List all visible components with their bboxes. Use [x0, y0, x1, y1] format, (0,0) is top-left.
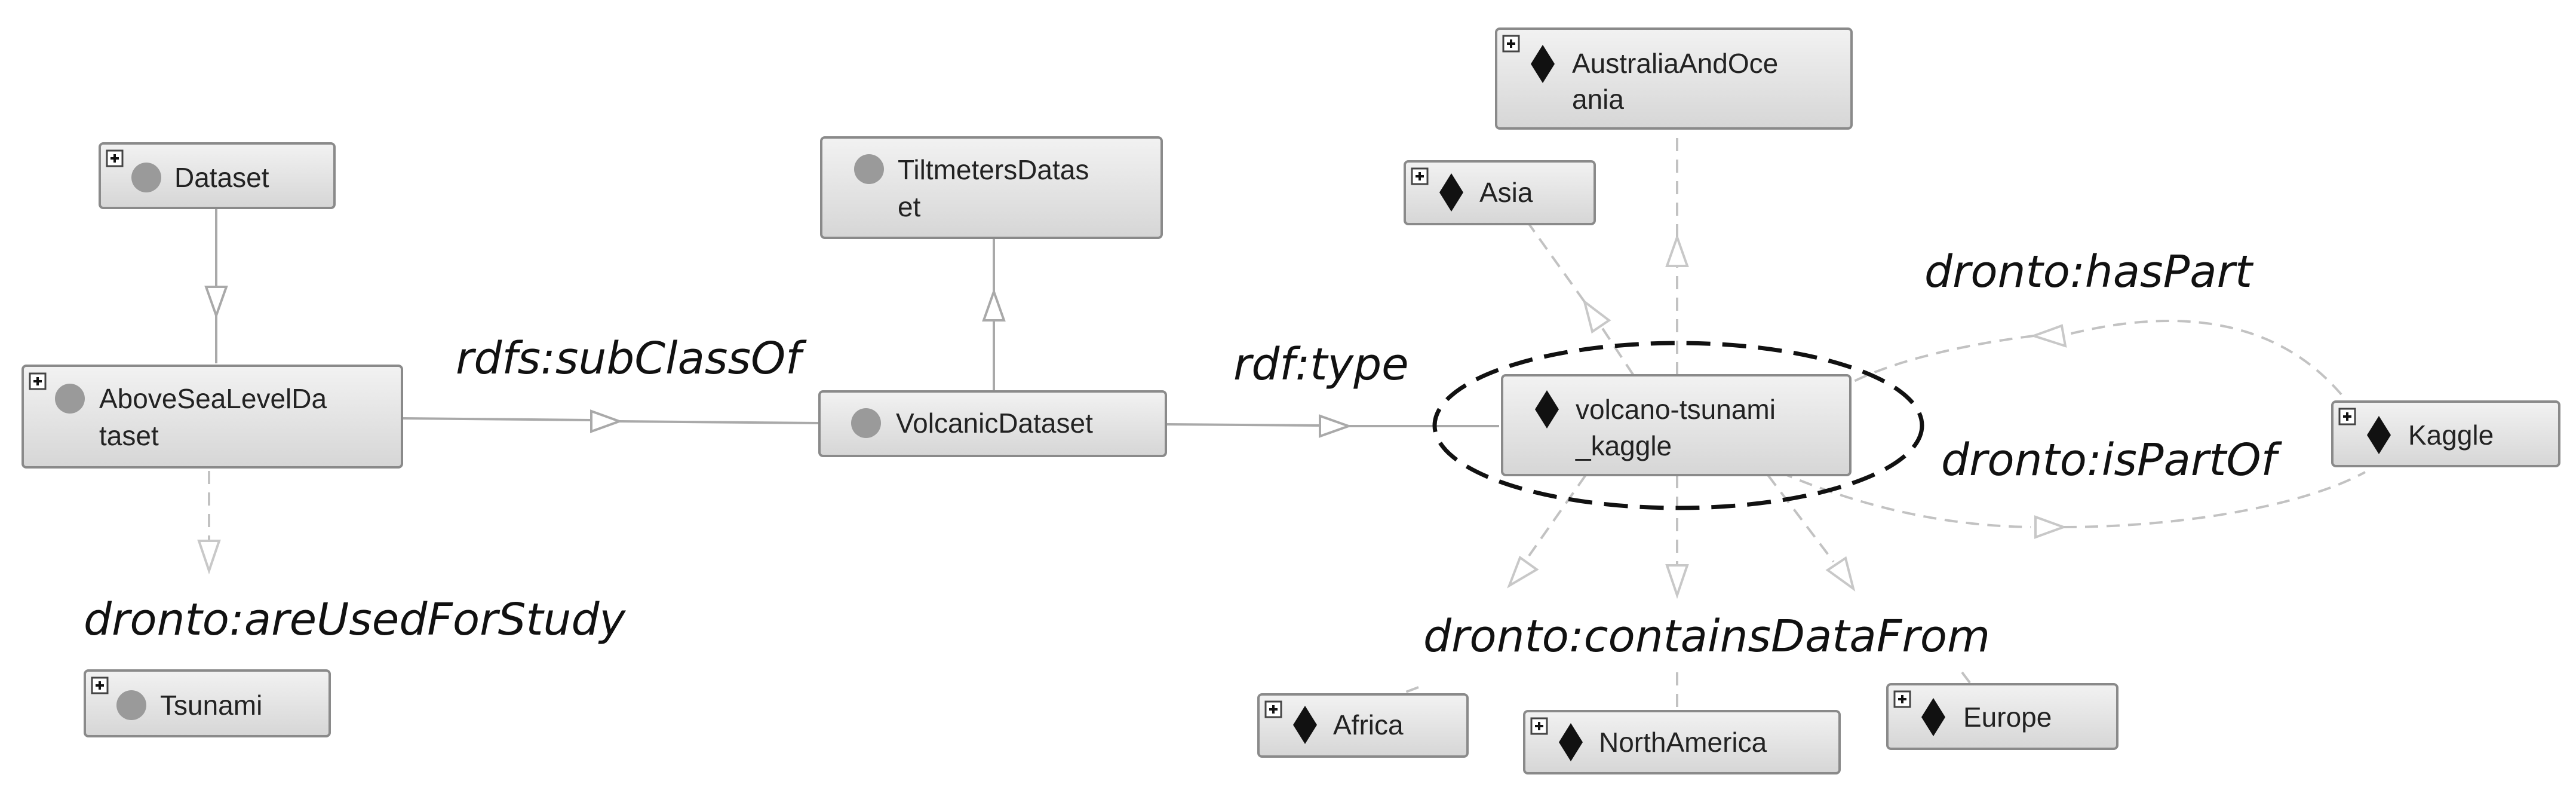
node-label-line1: volcano-tsunami	[1576, 394, 1776, 425]
arrowhead-ispartof	[2034, 515, 2067, 539]
arrowhead-tiltmeters	[982, 288, 1006, 322]
edge-kaggle-haspart	[2066, 320, 2342, 396]
edge-volcano-europe	[1767, 474, 1835, 563]
expand-icon[interactable]	[1411, 167, 1429, 185]
node-label: Dataset	[174, 162, 269, 193]
node-dataset[interactable]: Dataset	[99, 142, 336, 209]
node-label: Asia	[1479, 177, 1533, 208]
node-label: Kaggle	[2408, 420, 2494, 451]
arrowhead-asia	[1582, 298, 1611, 334]
arrowhead-haspart	[2030, 324, 2067, 348]
node-label-line2: taset	[99, 420, 159, 451]
label-containsdatafrom: dronto:containsDataFrom	[1423, 611, 1990, 662]
arrowhead-australia	[1665, 234, 1689, 267]
highlight-ellipse	[1432, 341, 1924, 510]
arrowhead-tsunami	[197, 540, 221, 575]
node-label-line2: ania	[1572, 84, 1624, 115]
expand-icon[interactable]	[91, 676, 109, 694]
individual-icon	[1531, 45, 1555, 83]
node-asia[interactable]: Asia	[1404, 160, 1596, 225]
label-subclassof: rdfs:subClassOf	[456, 333, 807, 384]
class-icon	[854, 154, 884, 184]
node-europe[interactable]: Europe	[1886, 683, 2118, 750]
label-areusedforstudy: dronto:areUsedForStudy	[84, 594, 626, 645]
node-kaggle[interactable]: Kaggle	[2331, 400, 2560, 467]
arrowhead-volcano-type	[1319, 414, 1352, 438]
arrowhead-volcanic	[590, 409, 623, 433]
individual-icon	[1293, 706, 1317, 744]
edge-ispartof	[1779, 471, 2031, 528]
individual-icon	[1921, 698, 1945, 736]
node-africa[interactable]: Africa	[1257, 693, 1469, 758]
node-label-line1: AboveSeaLevelDa	[99, 383, 327, 414]
node-volcano-tsunami-kaggle[interactable]: volcano-tsunami _kaggle	[1501, 374, 1852, 476]
expand-icon[interactable]	[1530, 717, 1548, 735]
class-icon	[131, 163, 161, 192]
node-abovesealevel-dataset[interactable]: AboveSeaLevelDa taset	[22, 365, 403, 469]
node-label: Africa	[1333, 709, 1404, 740]
edge-volcano-asia	[1599, 324, 1635, 376]
expand-icon[interactable]	[29, 372, 47, 390]
node-australia-and-oceania[interactable]: AustraliaAndOce ania	[1495, 27, 1853, 130]
node-volcanic-dataset[interactable]: VolcanicDataset	[818, 390, 1167, 457]
node-tiltmeters-dataset[interactable]: TiltmetersDatas et	[820, 136, 1163, 239]
node-label: VolcanicDataset	[896, 408, 1093, 439]
node-label-line1: AustraliaAndOce	[1572, 48, 1778, 79]
node-label: Tsunami	[160, 690, 262, 721]
arrowhead-europe	[1825, 556, 1856, 592]
individual-icon	[1535, 390, 1559, 428]
expand-icon[interactable]	[1502, 35, 1520, 53]
node-label-line1: TiltmetersDatas	[898, 154, 1089, 185]
class-icon	[851, 408, 881, 438]
arrowhead-dataset	[204, 286, 228, 319]
node-label-line2: _kaggle	[1575, 430, 1672, 461]
edge-volcano-africa	[1528, 474, 1587, 557]
expand-icon[interactable]	[2338, 408, 2356, 425]
individual-icon	[2367, 416, 2391, 454]
label-rdf-type: rdf:type	[1233, 339, 1409, 390]
arrowhead-africa	[1507, 555, 1539, 589]
node-tsunami[interactable]: Tsunami	[84, 669, 331, 737]
class-icon	[116, 690, 146, 720]
class-icon	[55, 384, 85, 414]
arrowhead-northamerica	[1665, 564, 1689, 599]
edge-volcanic-volcano	[1165, 423, 1321, 427]
label-haspart: dronto:hasPart	[1924, 246, 2254, 298]
expand-icon[interactable]	[106, 149, 124, 167]
individual-icon	[1559, 723, 1583, 761]
node-north-america[interactable]: NorthAmerica	[1523, 710, 1841, 774]
individual-icon	[1439, 173, 1463, 212]
edge-abovesealevel-volcanic	[401, 417, 592, 421]
expand-icon[interactable]	[1264, 700, 1282, 718]
node-label-line2: et	[898, 191, 921, 222]
label-ispartof: dronto:isPartOf	[1941, 434, 2283, 486]
expand-icon[interactable]	[1893, 690, 1911, 708]
node-label: Europe	[1963, 702, 2052, 733]
node-label: NorthAmerica	[1599, 727, 1767, 758]
